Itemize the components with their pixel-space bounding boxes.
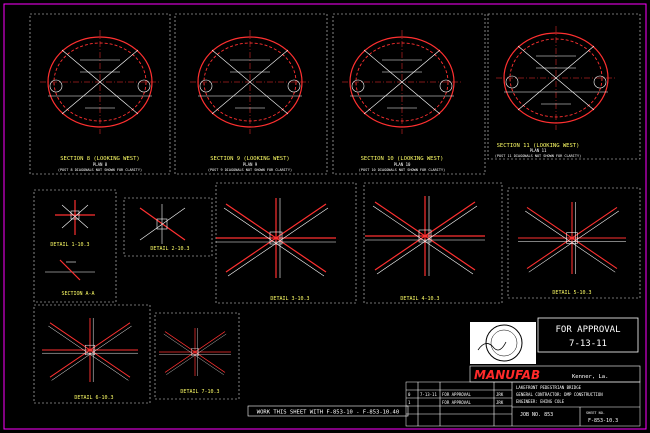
general-contractor: GENERAL CONTRACTOR: DMP CONSTRUCTION: [516, 392, 603, 397]
detail-6-frame: [33, 304, 151, 404]
detail-5-title: DETAIL 5-10.3: [552, 290, 591, 296]
section-8-plan: PLAN 8: [93, 162, 108, 167]
section-10-note: (POST 10 DIAGONALS NOT SHOWN FOR CLARITY…: [359, 168, 445, 172]
detail-2-title: DETAIL 2-10.3: [150, 246, 189, 252]
section-11-plan: PLAN 11: [530, 148, 547, 153]
company-location: Kenner, La.: [572, 374, 608, 380]
section-11-title: SECTION 11 (LOOKING WEST): [497, 143, 580, 149]
section-11-frame: [487, 13, 641, 160]
detail-6-title: DETAIL 6-10.3: [74, 395, 113, 401]
section-9-frame: [174, 13, 328, 175]
detail-3-drawing: [215, 197, 337, 279]
section-aa-title: SECTION A-A: [61, 291, 94, 297]
section-8-note: (POST 8 DIAGONALS NOT SHOWN FOR CLARITY): [58, 168, 142, 172]
rev-0-by: JRK: [496, 392, 504, 397]
rev-1-no: 1: [408, 400, 411, 405]
work-note: WORK THIS SHEET WITH F-853-10 - F-853-10…: [257, 410, 399, 416]
section-11-note: (POST 11 DIAGONALS NOT SHOWN FOR CLARITY…: [495, 154, 581, 158]
rev-1-desc: FOR APPROVAL: [442, 400, 471, 405]
engineer: ENGINEER: EHING COLE: [516, 399, 565, 404]
sheet-number-label: SHEET NO.: [586, 411, 605, 415]
detail-7-title: DETAIL 7-10.3: [180, 389, 219, 395]
section-9-note: (POST 9 DIAGONALS NOT SHOWN FOR CLARITY): [208, 168, 292, 172]
detail-6-drawing: [41, 317, 139, 383]
detail-4-frame: [363, 182, 503, 304]
detail-4-title: DETAIL 4-10.3: [400, 296, 439, 302]
section-9-ring: [189, 29, 311, 135]
detail-1-frame: [33, 189, 117, 303]
approval-box: [537, 317, 639, 353]
section-10-frame: [332, 13, 486, 175]
detail-3-frame: [215, 182, 357, 304]
detail-2-drawing: [139, 204, 186, 244]
detail-5-drawing: [517, 201, 627, 275]
sheet-number: F-853-10.3: [588, 418, 618, 424]
section-10-ring: [341, 29, 463, 135]
engineer-seal: [477, 324, 523, 362]
section-10-plan: PLAN 10: [394, 162, 411, 167]
detail-4-drawing: [364, 195, 486, 277]
section-8-title: SECTION 8 (LOOKING WEST): [60, 156, 139, 162]
job-number: JOB NO. 853: [520, 412, 553, 418]
detail-1-title: DETAIL 1-10.3: [50, 242, 89, 248]
detail-1-drawing: [55, 200, 95, 235]
detail-5-frame: [507, 187, 641, 299]
title-block: MANUFAB Kenner, La. 0 7-13-11 FOR APPROV…: [405, 365, 641, 427]
section-10-title: SECTION 10 (LOOKING WEST): [361, 156, 444, 162]
engineer-stamp-box: [470, 322, 536, 364]
approval-line-1: FOR APPROVAL: [555, 325, 620, 335]
section-8-frame: [29, 13, 171, 175]
work-note-box: [247, 405, 409, 417]
detail-2-frame: [123, 197, 213, 257]
detail-7-frame: [154, 312, 240, 400]
rev-0-desc: FOR APPROVAL: [442, 392, 471, 397]
company-logo: MANUFAB: [474, 368, 540, 382]
approval-line-2: 7-13-11: [569, 339, 607, 349]
section-11-ring: [495, 25, 617, 131]
sheet-border: [3, 3, 647, 430]
section-aa-drawing: [45, 259, 95, 281]
section-9-plan: PLAN 9: [243, 162, 258, 167]
rev-0-no: 0: [408, 392, 411, 397]
detail-7-drawing: [158, 327, 232, 377]
rev-0-date: 7-13-11: [420, 392, 437, 397]
rev-1-by: JRK: [496, 400, 504, 405]
project-name: LAKEFRONT PEDESTRIAN BRIDGE: [516, 385, 582, 390]
detail-3-title: DETAIL 3-10.3: [270, 296, 309, 302]
section-9-title: SECTION 9 (LOOKING WEST): [210, 156, 289, 162]
section-8-ring: [39, 29, 161, 135]
